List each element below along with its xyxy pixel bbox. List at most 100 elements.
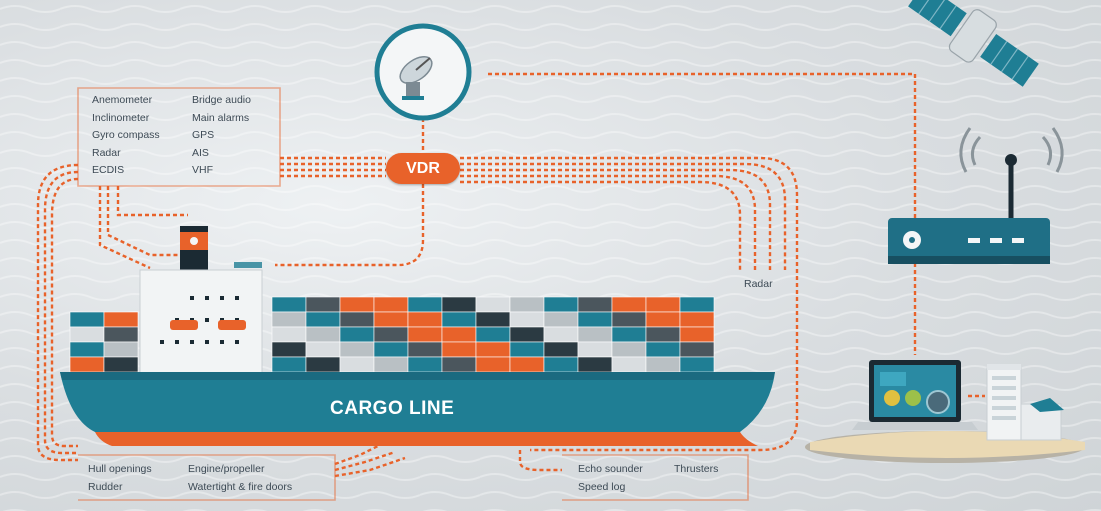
container-block — [373, 341, 409, 358]
container-block — [305, 341, 341, 358]
container-block — [407, 326, 443, 343]
top-left-sensor-list: Anemometer Inclinometer Gyro compass Rad… — [92, 92, 282, 184]
container-block — [339, 326, 375, 343]
container-block — [679, 341, 715, 358]
container-block — [611, 311, 647, 328]
container-block — [611, 326, 647, 343]
container-block — [69, 311, 105, 328]
router-icon — [888, 127, 1064, 264]
container-block — [543, 356, 579, 373]
laptop-icon — [852, 360, 978, 430]
container-block — [509, 326, 545, 343]
container-block — [475, 296, 511, 313]
satellite-icon — [908, 0, 1039, 87]
satellite-dish-icon — [374, 23, 472, 121]
container-block — [475, 341, 511, 358]
container-block — [645, 341, 681, 358]
sensor-item: Speed log — [578, 480, 626, 493]
sensor-item: Gyro compass — [92, 129, 160, 141]
container-block — [509, 341, 545, 358]
container-block — [577, 356, 613, 373]
container-block — [543, 296, 579, 313]
container-block — [271, 341, 307, 358]
sensor-item: Anemometer — [92, 94, 153, 106]
sensor-item: AIS — [192, 146, 209, 159]
container-block — [509, 311, 545, 328]
container-block — [69, 341, 105, 358]
container-block — [611, 341, 647, 358]
container-block — [543, 311, 579, 328]
container-block — [305, 296, 341, 313]
container-block — [441, 356, 477, 373]
container-block — [305, 311, 341, 328]
sensor-item: Inclinometer — [92, 111, 150, 124]
container-block — [543, 326, 579, 343]
container-block — [679, 296, 715, 313]
container-block — [645, 296, 681, 313]
sensor-item: ECDIS — [92, 164, 125, 176]
container-block — [679, 311, 715, 328]
container-block — [339, 356, 375, 373]
container-block — [271, 356, 307, 373]
container-block — [679, 326, 715, 343]
container-block — [407, 296, 443, 313]
bottom-left-sensor-list: Hull openings Rudder Engine/propeller Wa… — [88, 461, 334, 501]
sensor-item: Bridge audio — [192, 94, 251, 106]
container-block — [475, 356, 511, 373]
container-block — [577, 296, 613, 313]
container-block — [69, 326, 105, 343]
container-block — [339, 341, 375, 358]
container-block — [305, 356, 341, 373]
container-block — [69, 356, 105, 373]
container-block — [441, 341, 477, 358]
bottom-left-col2: Engine/propeller Watertight & fire doors — [188, 461, 292, 496]
container-block — [339, 311, 375, 328]
container-block — [441, 326, 477, 343]
container-block — [475, 326, 511, 343]
top-left-col2: Bridge audio Main alarms GPS AIS VHF — [192, 92, 251, 180]
container-block — [645, 311, 681, 328]
bottom-right-col1: Echo sounder Speed log — [578, 461, 643, 496]
container-block — [441, 296, 477, 313]
sensor-item: Hull openings — [88, 463, 152, 475]
top-left-col1: Anemometer Inclinometer Gyro compass Rad… — [92, 92, 160, 180]
container-block — [373, 296, 409, 313]
container-block — [645, 326, 681, 343]
container-block — [407, 341, 443, 358]
container-block — [509, 296, 545, 313]
bottom-left-col1: Hull openings Rudder — [88, 461, 152, 496]
container-block — [577, 311, 613, 328]
container-block — [543, 341, 579, 358]
radar-label: Radar — [744, 278, 773, 290]
ship-name-label: CARGO LINE — [330, 398, 455, 419]
container-block — [103, 311, 139, 328]
sensor-item: Engine/propeller — [188, 463, 265, 475]
office-building-icon — [986, 364, 1064, 441]
vdr-hub: VDR — [386, 153, 460, 184]
connection-lines — [36, 72, 985, 478]
container-block — [509, 356, 545, 373]
container-block — [407, 356, 443, 373]
sensor-item: GPS — [192, 129, 215, 141]
container-block — [441, 311, 477, 328]
bottom-right-col2: Thrusters — [674, 461, 718, 479]
sensor-item: Watertight & fire doors — [188, 480, 293, 493]
container-block — [611, 296, 647, 313]
cargo-ship-icon — [60, 226, 775, 446]
container-block — [103, 356, 139, 373]
container-block — [373, 356, 409, 373]
container-block — [103, 341, 139, 358]
container-block — [271, 311, 307, 328]
container-block — [577, 341, 613, 358]
container-block — [305, 326, 341, 343]
container-block — [407, 311, 443, 328]
container-block — [373, 311, 409, 328]
container-block — [577, 326, 613, 343]
top-left-box-frame — [77, 87, 281, 187]
sensor-item: Echo sounder — [578, 463, 643, 475]
sensor-item: Main alarms — [192, 111, 250, 124]
container-block — [475, 311, 511, 328]
container-block — [679, 356, 715, 373]
